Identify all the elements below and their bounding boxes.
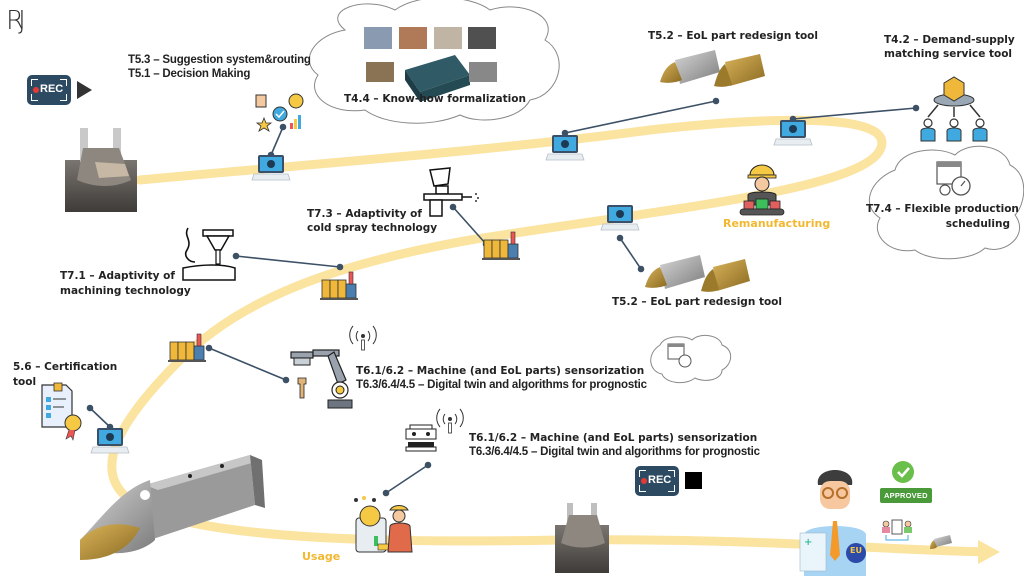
svg-text:+: + bbox=[804, 537, 812, 548]
label-t4-4: T4.4 – Know-how formalization bbox=[344, 93, 526, 105]
wireless-signal-icon bbox=[349, 325, 377, 351]
rec-button-bottom[interactable]: REC bbox=[635, 466, 679, 496]
usage-worker-icon bbox=[354, 496, 413, 553]
rec-frame-corner bbox=[31, 79, 38, 86]
lifecycle-path bbox=[107, 115, 995, 557]
label-t4-2-line2: matching service tool bbox=[884, 48, 1013, 60]
factory-icon bbox=[168, 333, 206, 362]
new-die-render bbox=[80, 455, 265, 560]
eol-part-redesign-bottom bbox=[645, 255, 750, 292]
label-t5-2-top: T5.2 – EoL part redesign tool bbox=[648, 30, 818, 42]
workflow-people-icon bbox=[882, 519, 912, 541]
stop-icon[interactable] bbox=[685, 472, 702, 489]
label-t7-3-line1: T7.3 – Adaptivity of bbox=[307, 208, 422, 220]
machining-icon bbox=[182, 227, 236, 281]
rec-label: REC bbox=[648, 474, 672, 486]
eol-part-redesign-top bbox=[660, 50, 765, 87]
certificate-icon bbox=[41, 382, 82, 441]
label-t6-1-a: T6.1/6.2 – Machine (and EoL parts) senso… bbox=[356, 365, 645, 377]
label-t6-1-b: T6.1/6.2 – Machine (and EoL parts) senso… bbox=[469, 432, 758, 444]
approved-badge: APPROVED bbox=[880, 488, 932, 503]
stage-remanufacturing: Remanufacturing bbox=[723, 217, 831, 230]
decision-making-icon bbox=[255, 93, 304, 132]
machine-sensor-icon bbox=[405, 424, 437, 452]
rec-frame-corner bbox=[639, 470, 646, 477]
laptop-icon bbox=[251, 155, 291, 181]
rec-label: REC bbox=[40, 83, 64, 95]
label-t5-3: T5.3 – Suggestion system&routing bbox=[128, 54, 311, 66]
factory-icon bbox=[320, 271, 358, 300]
stage-usage: Usage bbox=[302, 550, 341, 563]
play-icon[interactable] bbox=[77, 81, 92, 99]
rec-frame-corner bbox=[668, 485, 675, 492]
scheduling-icon bbox=[936, 161, 971, 196]
demand-supply-icon bbox=[920, 76, 988, 142]
label-5-6-line1: 5.6 – Certification bbox=[13, 361, 118, 373]
scheduling-icon-small bbox=[667, 343, 692, 368]
laptop-icon bbox=[545, 135, 585, 161]
worn-die-photo bbox=[65, 128, 137, 212]
worn-die-photo bbox=[555, 503, 609, 573]
label-t7-4-line1: T7.4 – Flexible production bbox=[866, 203, 1019, 215]
record-dot-icon bbox=[641, 478, 647, 484]
rec-frame-corner bbox=[668, 470, 675, 477]
label-t6-3-b: T6.3/6.4/4.5 – Digital twin and algorith… bbox=[469, 446, 760, 458]
rec-frame-corner bbox=[31, 94, 38, 101]
record-dot-icon bbox=[33, 87, 39, 93]
spray-gun-icon bbox=[423, 167, 479, 217]
inspector-person-icon: + bbox=[799, 470, 866, 576]
rec-frame-corner bbox=[60, 79, 67, 86]
label-t7-4-line2: scheduling bbox=[945, 218, 1010, 230]
rec-frame-corner bbox=[60, 94, 67, 101]
laptop-icon bbox=[773, 120, 813, 146]
laptop-icon bbox=[90, 428, 130, 454]
label-5-6-line2: tool bbox=[13, 376, 37, 388]
small-part-icon bbox=[930, 535, 952, 549]
eu-emblem-label: EU bbox=[850, 546, 862, 555]
remanufacturing-worker-icon bbox=[739, 164, 785, 216]
label-t6-3-a: T6.3/6.4/4.5 – Digital twin and algorith… bbox=[356, 379, 647, 391]
wireless-signal-icon bbox=[436, 408, 464, 434]
label-t7-1-line2: machining technology bbox=[60, 285, 191, 297]
label-t5-1: T5.1 – Decision Making bbox=[128, 68, 251, 80]
know-how-model bbox=[364, 27, 497, 102]
rec-button-top[interactable]: REC bbox=[27, 75, 71, 105]
approved-seal-icon bbox=[892, 461, 914, 483]
cloud-scheduling bbox=[868, 145, 1024, 260]
label-t4-2-line1: T4.2 – Demand-supply bbox=[884, 34, 1015, 46]
path-arrowhead bbox=[978, 540, 1000, 564]
label-t5-2-bottom: T5.2 – EoL part redesign tool bbox=[612, 296, 782, 308]
robot-arm-sensor-icon bbox=[290, 349, 353, 409]
laptop-icon bbox=[600, 205, 640, 231]
factory-icon bbox=[482, 231, 520, 260]
label-t7-1-line1: T7.1 – Adaptivity of bbox=[60, 270, 175, 282]
label-t7-3-line2: cold spray technology bbox=[307, 222, 438, 234]
rec-frame-corner bbox=[639, 485, 646, 492]
logo: RJ bbox=[6, 6, 26, 36]
